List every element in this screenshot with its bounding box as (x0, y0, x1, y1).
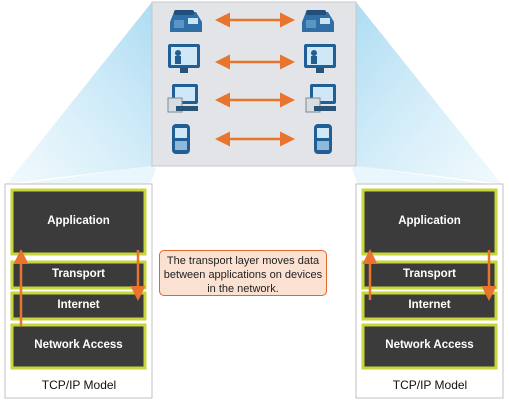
left-layer-network-access-label: Network Access (34, 339, 123, 351)
mobile-device-icon (314, 124, 332, 154)
left-layer-network-access (10, 323, 147, 370)
right-layer-transport-label: Transport (402, 268, 457, 280)
left-beam (5, 2, 152, 186)
right-beam (356, 2, 503, 186)
left-stack-caption: TCP/IP Model (41, 378, 117, 392)
right-beam-lower (352, 166, 503, 186)
mobile-device-icon (172, 124, 190, 154)
video-terminal-icon (304, 44, 336, 73)
left-layer-transport-label: Transport (51, 268, 106, 280)
left-layer-transport (10, 260, 147, 290)
desktop-computer-icon (305, 84, 336, 113)
ip-phone-icon (302, 10, 334, 32)
left-layer-application-label: Application (47, 215, 110, 227)
right-layer-network-access (361, 323, 498, 370)
left-layers (10, 188, 147, 370)
right-layer-transport (361, 260, 498, 290)
desktop-computer-icon (167, 84, 198, 113)
video-terminal-icon (168, 44, 200, 73)
right-layer-application-label: Application (398, 215, 461, 227)
right-layer-network-access-label: Network Access (385, 339, 474, 351)
right-stack-caption: TCP/IP Model (392, 378, 468, 392)
ip-phone-icon (170, 10, 202, 32)
left-beam-lower (5, 166, 156, 186)
left-layer-internet-label: Internet (57, 299, 100, 311)
right-layer-internet-label: Internet (408, 299, 451, 311)
transport-callout: The transport layer moves data between a… (159, 250, 327, 296)
left-layer-application (10, 188, 147, 256)
right-layers (361, 188, 498, 370)
right-layer-application (361, 188, 498, 256)
right-layer-internet (361, 291, 498, 321)
left-layer-internet (10, 291, 147, 321)
